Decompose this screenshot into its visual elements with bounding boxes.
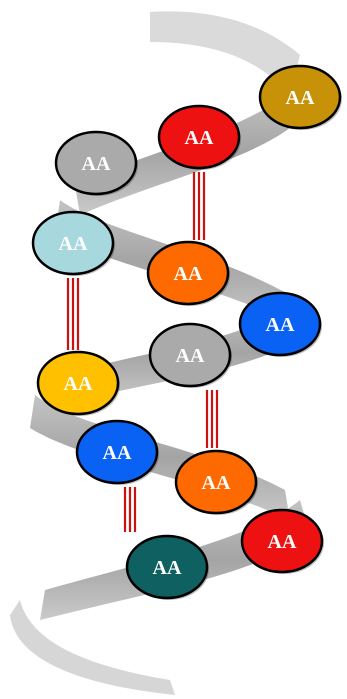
amino-acid-residue: AA — [146, 240, 230, 306]
residue-ellipse — [240, 508, 324, 574]
residue-ellipse — [157, 104, 241, 170]
hydrogen-bond — [123, 487, 137, 532]
residue-ellipse — [54, 130, 138, 196]
residue-label: AA — [153, 557, 182, 579]
residue-label: AA — [176, 345, 205, 367]
residue-ellipse — [31, 210, 115, 276]
residue-ellipse — [75, 419, 159, 485]
residue-ellipse — [258, 64, 342, 130]
hydrogen-bond — [192, 172, 206, 240]
amino-acid-residue: AA — [125, 534, 209, 600]
residues: AA AA AA AA AA AA AA AA AA AA AA AA — [31, 64, 342, 600]
residue-label: AA — [59, 233, 88, 255]
residue-label: AA — [82, 153, 111, 175]
ribbon-segment — [150, 11, 300, 96]
residue-ellipse — [174, 449, 258, 515]
residue-ellipse — [125, 534, 209, 600]
residue-label: AA — [266, 314, 295, 336]
hydrogen-bond — [66, 278, 80, 350]
residue-label: AA — [286, 87, 315, 109]
amino-acid-residue: AA — [240, 508, 324, 574]
residue-label: AA — [202, 472, 231, 494]
residue-label: AA — [64, 373, 93, 395]
hydrogen-bond — [205, 390, 219, 448]
amino-acid-residue: AA — [54, 130, 138, 196]
amino-acid-residue: AA — [258, 64, 342, 130]
amino-acid-residue: AA — [36, 350, 120, 416]
residue-ellipse — [146, 240, 230, 306]
residue-ellipse — [36, 350, 120, 416]
ribbon-segment — [10, 600, 175, 695]
amino-acid-residue: AA — [148, 322, 232, 388]
amino-acid-residue: AA — [75, 419, 159, 485]
residue-label: AA — [174, 263, 203, 285]
residue-label: AA — [268, 531, 297, 553]
residue-label: AA — [185, 127, 214, 149]
amino-acid-residue: AA — [31, 210, 115, 276]
amino-acid-residue: AA — [157, 104, 241, 170]
hydrogen-bonds — [66, 172, 219, 532]
residue-ellipse — [238, 291, 322, 357]
residue-label: AA — [103, 442, 132, 464]
amino-acid-residue: AA — [174, 449, 258, 515]
residue-ellipse — [148, 322, 232, 388]
amino-acid-residue: AA — [238, 291, 322, 357]
